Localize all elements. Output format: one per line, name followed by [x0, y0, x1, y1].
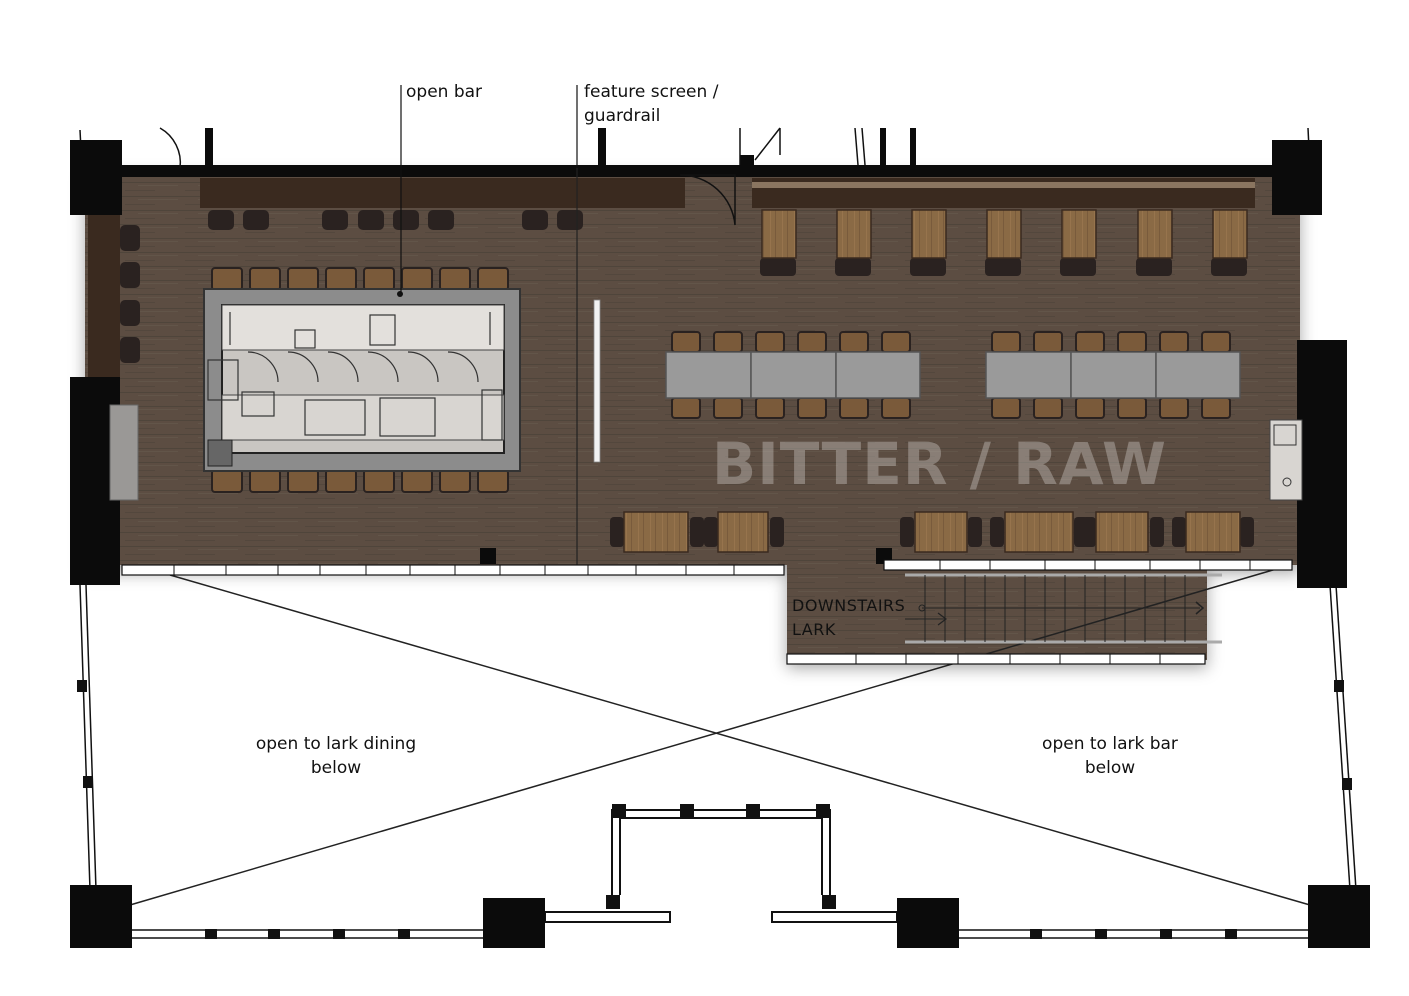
label-open-to-bar-line1: open to lark bar [1042, 734, 1178, 754]
label-open-to-dining: open to lark dining below [236, 732, 436, 780]
top-wall-lines [159, 127, 866, 226]
bar-chairs [211, 267, 509, 493]
vestibule-posts [606, 804, 836, 909]
label-downstairs: DOWNSTAIRS LARK [792, 594, 905, 642]
open-below-diagonals [129, 564, 1311, 906]
bar-stools [120, 210, 583, 363]
bottom-wood-tables [610, 511, 1254, 553]
label-downstairs-line2: LARK [792, 620, 836, 639]
brand-watermark: BITTER / RAW [712, 430, 1168, 498]
host-stand [1269, 419, 1303, 501]
label-open-to-dining-line1: open to lark dining [255, 734, 417, 754]
label-downstairs-line1: DOWNSTAIRS [792, 596, 906, 615]
open-bar-counter [203, 288, 521, 472]
top-wood-tables [760, 209, 1248, 276]
entry-vestibule [544, 809, 898, 923]
staircase [905, 573, 1222, 644]
guardrail [576, 168, 601, 565]
communal-table-left [665, 331, 921, 419]
label-feature-screen: feature screen / [584, 82, 719, 102]
label-open-bar: open bar [406, 82, 483, 102]
label-open-to-bar-line2: below [1084, 758, 1136, 778]
glass-railing [121, 559, 1293, 665]
top-wall [120, 128, 1280, 177]
railing-divisions [173, 560, 1251, 664]
service-station [109, 404, 139, 501]
banquettes [88, 178, 1255, 377]
label-open-to-dining-line2: below [310, 758, 362, 778]
communal-table-right [985, 331, 1241, 419]
leader-lines [400, 85, 578, 294]
label-open-to-bar: open to lark bar below [1010, 732, 1210, 780]
posts [77, 680, 1352, 939]
label-guardrail: guardrail [584, 106, 661, 126]
